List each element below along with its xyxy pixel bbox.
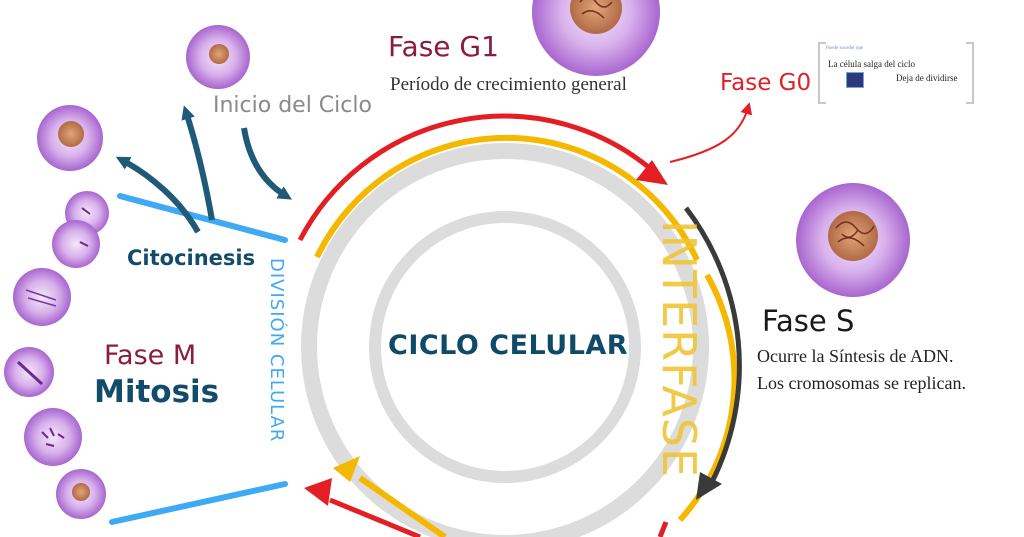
cell-start — [186, 25, 250, 89]
s-phase-title: Fase S — [762, 304, 855, 338]
yellow-arc-top — [314, 134, 700, 262]
blue-line-top — [117, 193, 288, 243]
red-bottom-right-stub — [657, 521, 669, 537]
cell-bottom — [56, 469, 106, 519]
red-g1-arc — [297, 113, 654, 242]
cell-s-phase — [796, 183, 910, 297]
g0-note-right-bracket — [966, 42, 974, 104]
teal-arrow-up — [181, 105, 215, 221]
teal-arrow-left — [115, 156, 201, 234]
yellow-arc-bottom — [358, 475, 447, 537]
cell-telophase — [13, 268, 71, 326]
g0-note: Puede suceder que La célula salga del ci… — [818, 42, 974, 104]
cell-cytokinesis — [52, 191, 109, 268]
g1-description: Período de crecimiento general — [390, 74, 627, 95]
teal-arrow-down — [241, 127, 292, 200]
outer-gray-ring — [301, 143, 709, 537]
inner-gray-ring — [369, 211, 641, 483]
division-arc-label: DIVISIÓN CELULAR — [266, 258, 287, 443]
g1-title: Fase G1 — [388, 30, 499, 63]
mitosis-label: Mitosis — [94, 374, 220, 410]
start-label: Inicio del Ciclo — [213, 93, 372, 118]
m-phase-title: Fase M — [104, 340, 197, 371]
s-phase-line2: Los cromosomas se replican. — [757, 373, 966, 393]
red-g1-arrowhead — [636, 160, 668, 185]
red-bottom-arrowhead — [304, 478, 332, 506]
center-title: CICLO CELULAR — [388, 330, 629, 361]
g0-note-small-text: Puede suceder que — [826, 46, 864, 51]
g0-note-line2: Deja de dividirse — [896, 73, 958, 83]
interphase-arc-label: INTERFASE — [652, 220, 706, 479]
g0-note-left-bracket — [818, 42, 826, 104]
cell-metaphase — [4, 347, 54, 397]
yellow-arrowhead — [333, 456, 360, 482]
blue-line-bottom — [109, 481, 288, 525]
red-bottom-arc — [329, 497, 421, 537]
g0-note-line1: La célula salga del ciclo — [828, 59, 915, 69]
dark-s-arrowhead — [696, 472, 722, 500]
cell-interphase-left — [37, 105, 103, 171]
cell-prophase — [24, 408, 82, 466]
dark-s-arc — [684, 206, 742, 484]
g0-arrow — [669, 102, 753, 163]
g0-title: Fase G0 — [720, 70, 812, 96]
cell-top-center — [532, 0, 660, 76]
g0-note-thumbnail — [846, 72, 864, 88]
s-phase-line1: Ocurre la Síntesis de ADN. — [757, 346, 954, 366]
cytokinesis-label: Citocinesis — [127, 246, 256, 270]
